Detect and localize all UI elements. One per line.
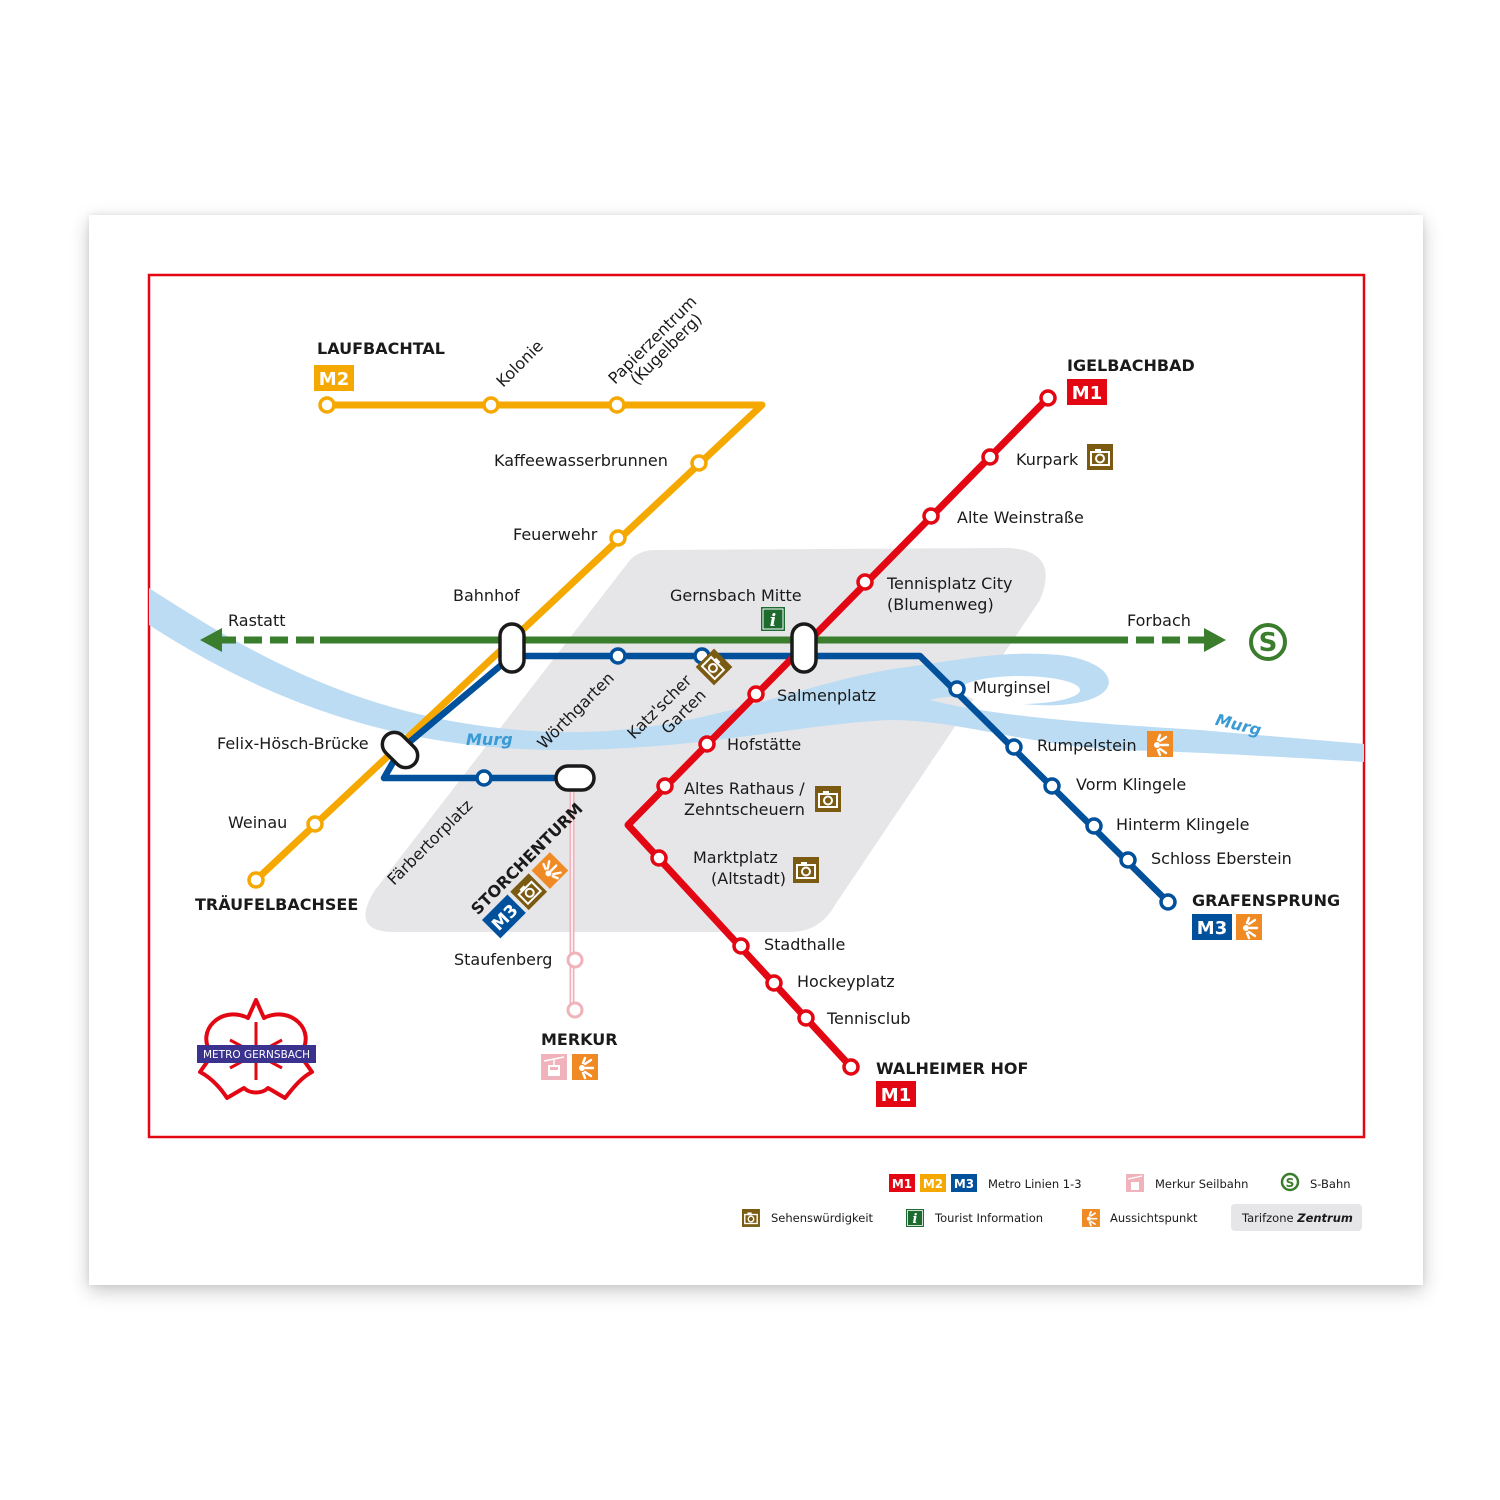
svg-text:i: i — [913, 1212, 918, 1227]
svg-text:M1: M1 — [892, 1177, 912, 1191]
station-hofstaette: Hofstätte — [727, 735, 801, 754]
terminus-traeufelbachsee: TRÄUFELBACHSEE — [195, 895, 358, 914]
interchange-gernsbach-mitte — [790, 622, 818, 674]
murginsel-island — [960, 676, 1080, 704]
m1-stations — [650, 389, 1057, 1076]
terminus-grafensprung: GRAFENSPRUNG — [1192, 891, 1340, 910]
info-icon: i — [761, 607, 785, 631]
badge-m2-laufbachtal: M2 — [314, 365, 354, 391]
viewpoint-icon — [1081, 1208, 1101, 1228]
viewpoint-icon-merkur — [570, 1052, 600, 1082]
svg-text:M3: M3 — [1197, 918, 1227, 939]
svg-text:Aussichtspunkt: Aussichtspunkt — [1110, 1211, 1198, 1225]
legend-info: i Tourist Information — [906, 1209, 1043, 1227]
line-m3 — [512, 652, 1171, 905]
station-kaffeewasserbrunnen: Kaffeewasserbrunnen — [494, 451, 668, 470]
station-staufenberg: Staufenberg — [454, 950, 552, 969]
legend-sbahn: S S-Bahn — [1280, 1172, 1351, 1192]
sbahn-logo-icon: S — [1249, 623, 1287, 661]
camera-icon-kurpark — [1086, 443, 1114, 471]
station-marktplatz: Marktplatz — [693, 848, 778, 867]
interchange-felix-hoesch-bruecke — [380, 730, 420, 770]
river-murg — [149, 588, 1364, 762]
camera-icon-marktplatz — [792, 856, 820, 884]
legend-seilbahn: Merkur Seilbahn — [1126, 1174, 1248, 1192]
station-tennisclub: Tennisclub — [826, 1009, 911, 1028]
map-frame — [147, 273, 1366, 1139]
terminus-igelbachbad: IGELBACHBAD — [1067, 356, 1195, 375]
sbahn-dest-rastatt: Rastatt — [228, 611, 286, 630]
station-hockeyplatz: Hockeyplatz — [797, 972, 895, 991]
sbahn-line — [200, 628, 1226, 652]
legend-metro: M1 M2 M3 Metro Linien 1-3 — [889, 1174, 1082, 1192]
svg-text:i: i — [770, 611, 776, 631]
m3-stations — [475, 647, 1177, 911]
legend-viewpoint: Aussichtspunkt — [1081, 1208, 1198, 1228]
station-kolonie: Kolonie — [492, 336, 547, 391]
station-weinau: Weinau — [228, 813, 287, 832]
station-vorm-klingele: Vorm Klingele — [1076, 775, 1186, 794]
viewpoint-icon-rumpelstein — [1145, 729, 1175, 759]
station-schloss-eberstein: Schloss Eberstein — [1151, 849, 1292, 868]
river-label-left: Murg — [466, 730, 513, 749]
line-m2 — [253, 401, 766, 883]
station-murginsel: Murginsel — [973, 678, 1051, 697]
station-tennisplatz-city: Tennisplatz City — [886, 574, 1012, 593]
svg-text:M3: M3 — [954, 1177, 974, 1191]
station-gernsbach-mitte: Gernsbach Mitte — [670, 586, 802, 605]
badge-m1-igelbachbad: M1 — [1067, 379, 1107, 405]
svg-text:S: S — [1259, 628, 1278, 658]
badge-m1-walheimer-hof: M1 — [876, 1081, 916, 1107]
svg-text:Tarifzone Zentrum: Tarifzone Zentrum — [1241, 1211, 1353, 1225]
legend-sight: Sehenswürdigkeit — [741, 1208, 874, 1228]
viewpoint-icon-grafensprung — [1234, 912, 1264, 942]
terminus-merkur: MERKUR — [541, 1030, 618, 1049]
interchange-bahnhof — [498, 622, 526, 674]
station-stadthalle: Stadthalle — [764, 935, 845, 954]
station-altes-rathaus: Altes Rathaus / — [684, 779, 805, 798]
svg-text:M1: M1 — [881, 1085, 911, 1106]
station-alte-weinstrasse: Alte Weinstraße — [957, 508, 1084, 527]
station-feuerwehr: Feuerwehr — [513, 525, 598, 544]
terminus-laufbachtal: LAUFBACHTAL — [317, 339, 445, 358]
svg-text:METRO GERNSBACH: METRO GERNSBACH — [203, 1049, 310, 1061]
sbahn-icon — [1280, 1172, 1300, 1192]
cable-car-icon — [1126, 1174, 1144, 1192]
station-hinterm-klingele: Hinterm Klingele — [1116, 815, 1250, 834]
station-marktplatz-sub: (Altstadt) — [711, 869, 786, 888]
station-salmenplatz: Salmenplatz — [777, 686, 876, 705]
svg-text:Tourist Information: Tourist Information — [934, 1211, 1043, 1225]
badge-m3-grafensprung: M3 — [1192, 914, 1232, 940]
terminus-walheimer-hof: WALHEIMER HOF — [876, 1059, 1028, 1078]
svg-text:M1: M1 — [1072, 383, 1102, 404]
info-icon: i — [906, 1209, 924, 1227]
svg-text:M2: M2 — [319, 369, 349, 390]
rose-icon — [198, 998, 314, 1100]
m2-stations — [247, 396, 708, 889]
svg-text:Metro Linien 1-3: Metro Linien 1-3 — [988, 1177, 1082, 1191]
cable-car-icon-merkur — [541, 1054, 567, 1080]
svg-text:S-Bahn: S-Bahn — [1310, 1177, 1351, 1191]
station-tennisplatz-city-sub: (Blumenweg) — [887, 595, 994, 614]
svg-text:S: S — [1286, 1176, 1295, 1190]
station-bahnhof: Bahnhof — [453, 586, 520, 605]
metro-gernsbach-logo: METRO GERNSBACH — [197, 998, 316, 1100]
svg-text:M2: M2 — [923, 1177, 943, 1191]
station-rumpelstein: Rumpelstein — [1037, 736, 1137, 755]
legend-tariff-zone: Tarifzone Zentrum — [1231, 1204, 1362, 1231]
station-kurpark: Kurpark — [1016, 450, 1079, 469]
svg-text:Sehenswürdigkeit: Sehenswürdigkeit — [771, 1211, 874, 1225]
camera-icon — [741, 1208, 761, 1228]
svg-text:Merkur Seilbahn: Merkur Seilbahn — [1155, 1177, 1248, 1191]
interchange-storchenturm — [554, 764, 596, 792]
station-felix-hoesch-bruecke: Felix-Hösch-Brücke — [217, 734, 369, 753]
camera-icon-altes-rathaus — [814, 785, 842, 813]
sbahn-dest-forbach: Forbach — [1127, 611, 1191, 630]
interchanges — [380, 622, 818, 792]
station-zehntscheuern: Zehntscheuern — [684, 800, 805, 819]
seilbahn-line — [566, 790, 584, 1019]
